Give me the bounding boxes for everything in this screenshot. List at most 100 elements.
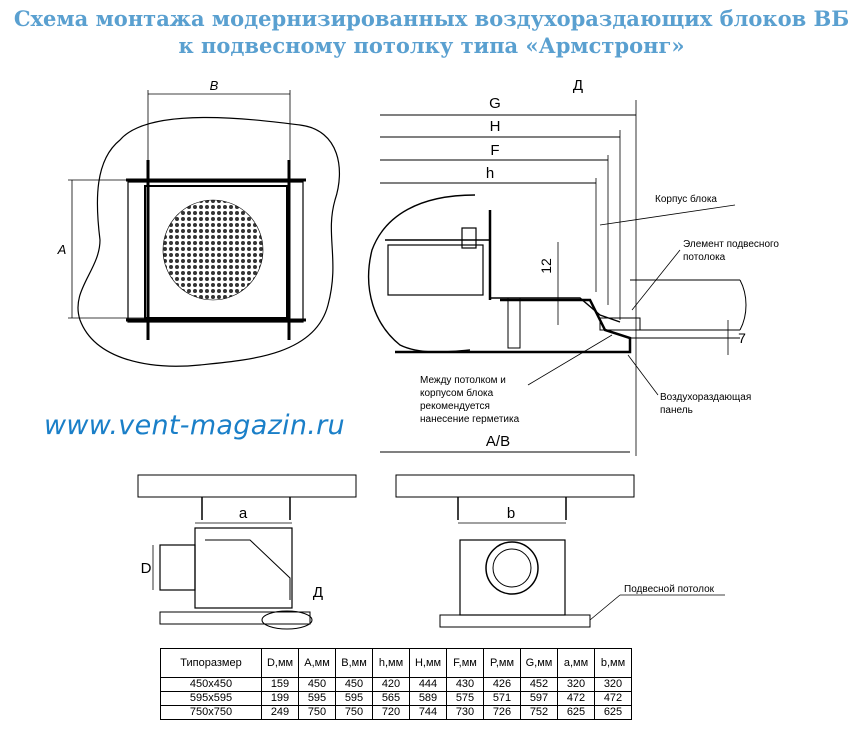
table-cell: 320 bbox=[557, 677, 595, 692]
grille-holes bbox=[163, 200, 263, 300]
table-cell: 199 bbox=[261, 691, 299, 706]
table-header: a,мм bbox=[557, 648, 595, 678]
ceiling-slab-right bbox=[395, 474, 635, 498]
table-header: h,мм bbox=[372, 648, 410, 678]
side-dim-a-label: a bbox=[239, 505, 248, 522]
website-link[interactable]: www.vent-magazin.ru bbox=[44, 410, 345, 441]
table-cell: 730 bbox=[446, 705, 484, 720]
leader-body bbox=[599, 204, 736, 226]
top-view bbox=[68, 90, 341, 367]
panel-frame-inner bbox=[144, 185, 288, 319]
dim-12-label: 12 bbox=[538, 258, 554, 274]
size-table: Типоразмер D,мм A,мм B,мм h,мм H,мм F,мм… bbox=[160, 648, 632, 720]
dim-ab-label: A/B bbox=[486, 433, 510, 450]
side-dim-d-label: D bbox=[141, 560, 152, 577]
unit-body bbox=[385, 239, 621, 323]
callout-panel-2: панель bbox=[660, 405, 693, 416]
table-header: G,мм bbox=[520, 648, 558, 678]
leader-ceiling bbox=[589, 594, 621, 621]
ceiling-slab-left bbox=[137, 474, 357, 498]
table-row: 450x450 159 450 450 420 444 430 426 452 … bbox=[160, 677, 632, 692]
table-header: F,мм bbox=[446, 648, 484, 678]
table-row: 595x595 199 595 595 565 589 575 571 597 … bbox=[160, 691, 632, 706]
table-cell: 450 bbox=[335, 677, 373, 692]
table-row: 750x750 249 750 750 720 744 730 726 752 … bbox=[160, 705, 632, 720]
table-cell: 750 bbox=[335, 705, 373, 720]
table-cell: 597 bbox=[520, 691, 558, 706]
callout-seal-4: нанесение герметика bbox=[420, 414, 520, 425]
table-header: Типоразмер bbox=[160, 648, 262, 678]
unit-front-body bbox=[459, 539, 566, 616]
table-cell: 452 bbox=[520, 677, 558, 692]
table-cell: 249 bbox=[261, 705, 299, 720]
table-cell: 595 bbox=[335, 691, 373, 706]
table-cell: 472 bbox=[594, 691, 632, 706]
callout-seal-3: рекомендуется bbox=[420, 401, 490, 412]
dim-7-label: 7 bbox=[738, 330, 746, 346]
bracket bbox=[461, 227, 477, 249]
table-header: b,мм bbox=[594, 648, 632, 678]
dim-h-upper-label: H bbox=[490, 118, 501, 135]
bolt bbox=[507, 297, 521, 349]
leader-seal bbox=[527, 334, 613, 386]
ceiling-cut-outline bbox=[368, 194, 476, 353]
section-detail-label: Д bbox=[573, 77, 583, 94]
unit-side-shape bbox=[205, 539, 291, 600]
table-cell: 159 bbox=[261, 677, 299, 692]
dim-h-lower-label: h bbox=[486, 165, 494, 182]
callout-element-2: потолока bbox=[683, 252, 726, 263]
callout-seal-1: Между потолком и bbox=[420, 375, 506, 386]
leader-element bbox=[631, 249, 681, 311]
duct-outlet-inner bbox=[492, 548, 532, 588]
table-header-row: Типоразмер D,мм A,мм B,мм h,мм H,мм F,мм… bbox=[160, 648, 632, 678]
unit-box bbox=[387, 244, 484, 296]
table-cell: 750x750 bbox=[160, 705, 262, 720]
table-cell: 752 bbox=[520, 705, 558, 720]
table-cell: 744 bbox=[409, 705, 447, 720]
side-ceiling-panel bbox=[159, 611, 311, 625]
panel-frame-outer bbox=[127, 181, 304, 323]
table-header: B,мм bbox=[335, 648, 373, 678]
table-cell: 472 bbox=[557, 691, 595, 706]
table-cell: 450 bbox=[298, 677, 336, 692]
table-cell: 595x595 bbox=[160, 691, 262, 706]
callout-seal-2: корпусом блока bbox=[420, 387, 494, 399]
duct-outlet-outer bbox=[485, 541, 539, 595]
table-cell: 420 bbox=[372, 677, 410, 692]
table-cell: 430 bbox=[446, 677, 484, 692]
page-title-line2: к подвесному потолку типа «Армстронг» bbox=[178, 33, 685, 58]
table-cell: 450x450 bbox=[160, 677, 262, 692]
table-cell: 625 bbox=[594, 705, 632, 720]
front-ceiling-panel bbox=[439, 614, 591, 628]
grille-outline bbox=[162, 199, 264, 301]
callout-body: Корпус блока bbox=[655, 193, 717, 205]
side-detail-label: Д bbox=[313, 584, 323, 601]
callout-panel-1: Воздухораздающая bbox=[660, 392, 751, 403]
front-view bbox=[395, 474, 725, 628]
dim-f-label: F bbox=[490, 142, 499, 159]
ceiling-element bbox=[599, 317, 641, 331]
table-header: P,мм bbox=[483, 648, 521, 678]
ceiling-break bbox=[739, 279, 747, 331]
side-view bbox=[137, 474, 357, 630]
detail-ellipse bbox=[261, 610, 313, 630]
table-header: H,мм bbox=[409, 648, 447, 678]
table-header: D,мм bbox=[261, 648, 299, 678]
table-cell: 720 bbox=[372, 705, 410, 720]
panel-profile bbox=[395, 298, 632, 354]
duct-spigot bbox=[159, 544, 196, 591]
table-cell: 595 bbox=[298, 691, 336, 706]
table-cell: 444 bbox=[409, 677, 447, 692]
table-cell: 750 bbox=[298, 705, 336, 720]
table-cell: 320 bbox=[594, 677, 632, 692]
table-cell: 625 bbox=[557, 705, 595, 720]
table-cell: 426 bbox=[483, 677, 521, 692]
table-cell: 565 bbox=[372, 691, 410, 706]
table-header: A,мм bbox=[298, 648, 336, 678]
dim-g-label: G bbox=[489, 95, 501, 112]
front-dim-b-label: b bbox=[507, 505, 515, 522]
leader-panel bbox=[627, 354, 659, 396]
table-cell: 589 bbox=[409, 691, 447, 706]
callout-element-1: Элемент подвесного bbox=[683, 239, 779, 250]
